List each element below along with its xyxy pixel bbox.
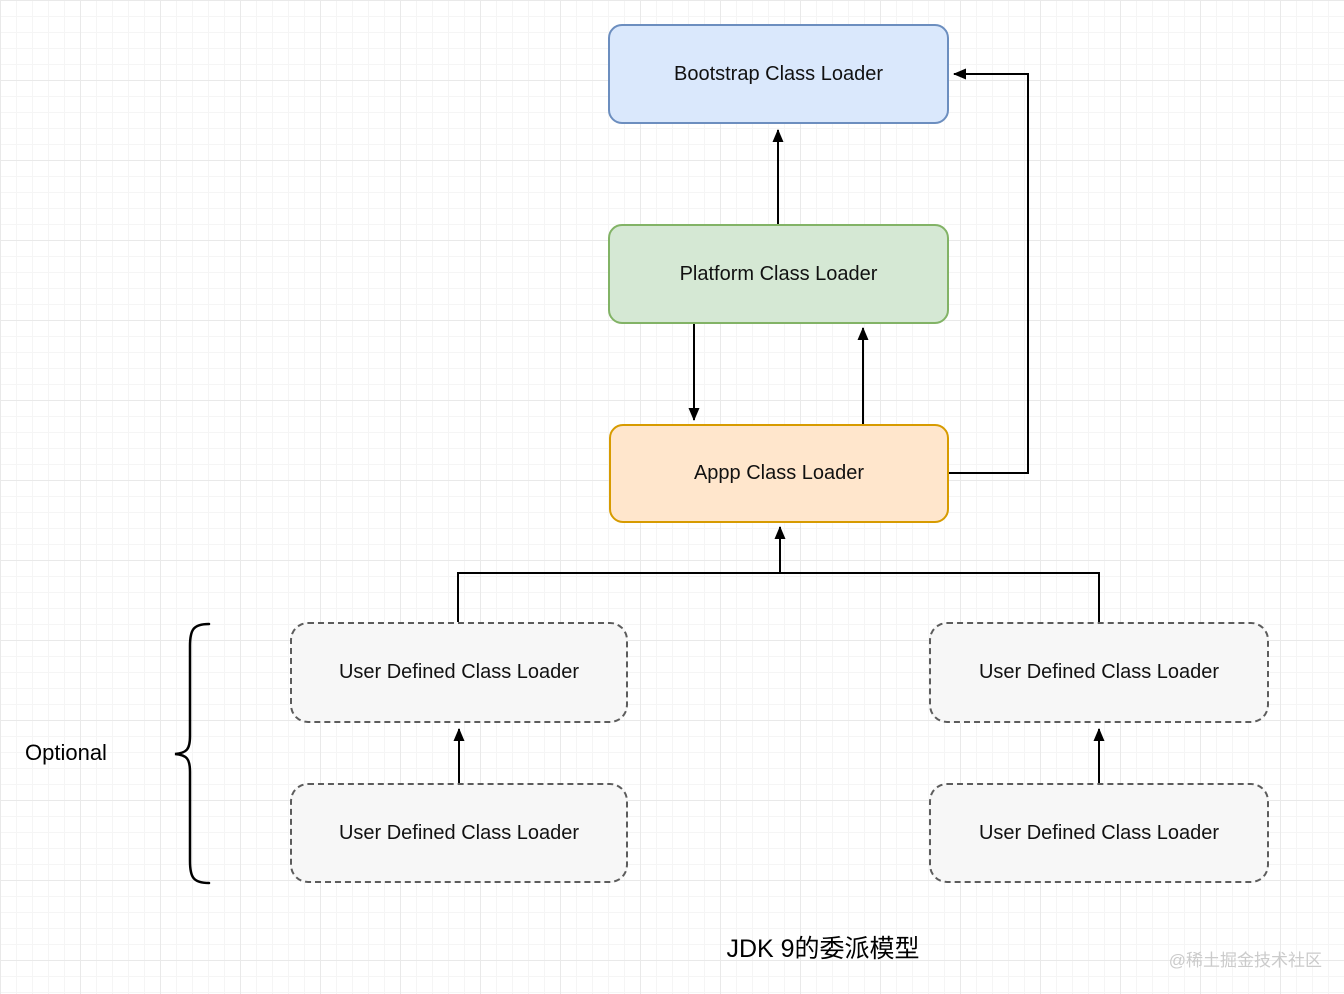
arrow-app-to-bootstrap-elbow [949, 68, 1029, 474]
watermark: @稀土掘金技术社区 [1168, 951, 1322, 970]
node-bootstrap-class-loader: Bootstrap Class Loader [608, 24, 949, 124]
node-label: User Defined Class Loader [978, 661, 1220, 683]
optional-brace [174, 622, 211, 885]
node-user-defined-class-loader-left-bottom: User Defined Class Loader [290, 783, 628, 883]
diagram-title: JDK 9的委派模型 [726, 935, 920, 963]
optional-label: Optional [25, 740, 107, 765]
node-label: User Defined Class Loader [338, 821, 580, 844]
node-app-class-loader: Appp Class Loader [609, 424, 949, 523]
connector-branch [457, 572, 1100, 622]
node-platform-class-loader: Platform Class Loader [608, 224, 949, 324]
node-label: User Defined Class Loader [978, 821, 1220, 844]
node-label: Bootstrap Class Loader [673, 62, 883, 85]
node-user-defined-class-loader-right-bottom: User Defined Class Loader [929, 783, 1269, 883]
node-label: Appp Class Loader [693, 462, 865, 484]
node-label: User Defined Class Loader [338, 661, 580, 683]
node-user-defined-class-loader-left-top: User Defined Class Loader [290, 622, 628, 723]
node-label: Platform Class Loader [679, 262, 878, 285]
node-user-defined-class-loader-right-top: User Defined Class Loader [929, 622, 1269, 723]
